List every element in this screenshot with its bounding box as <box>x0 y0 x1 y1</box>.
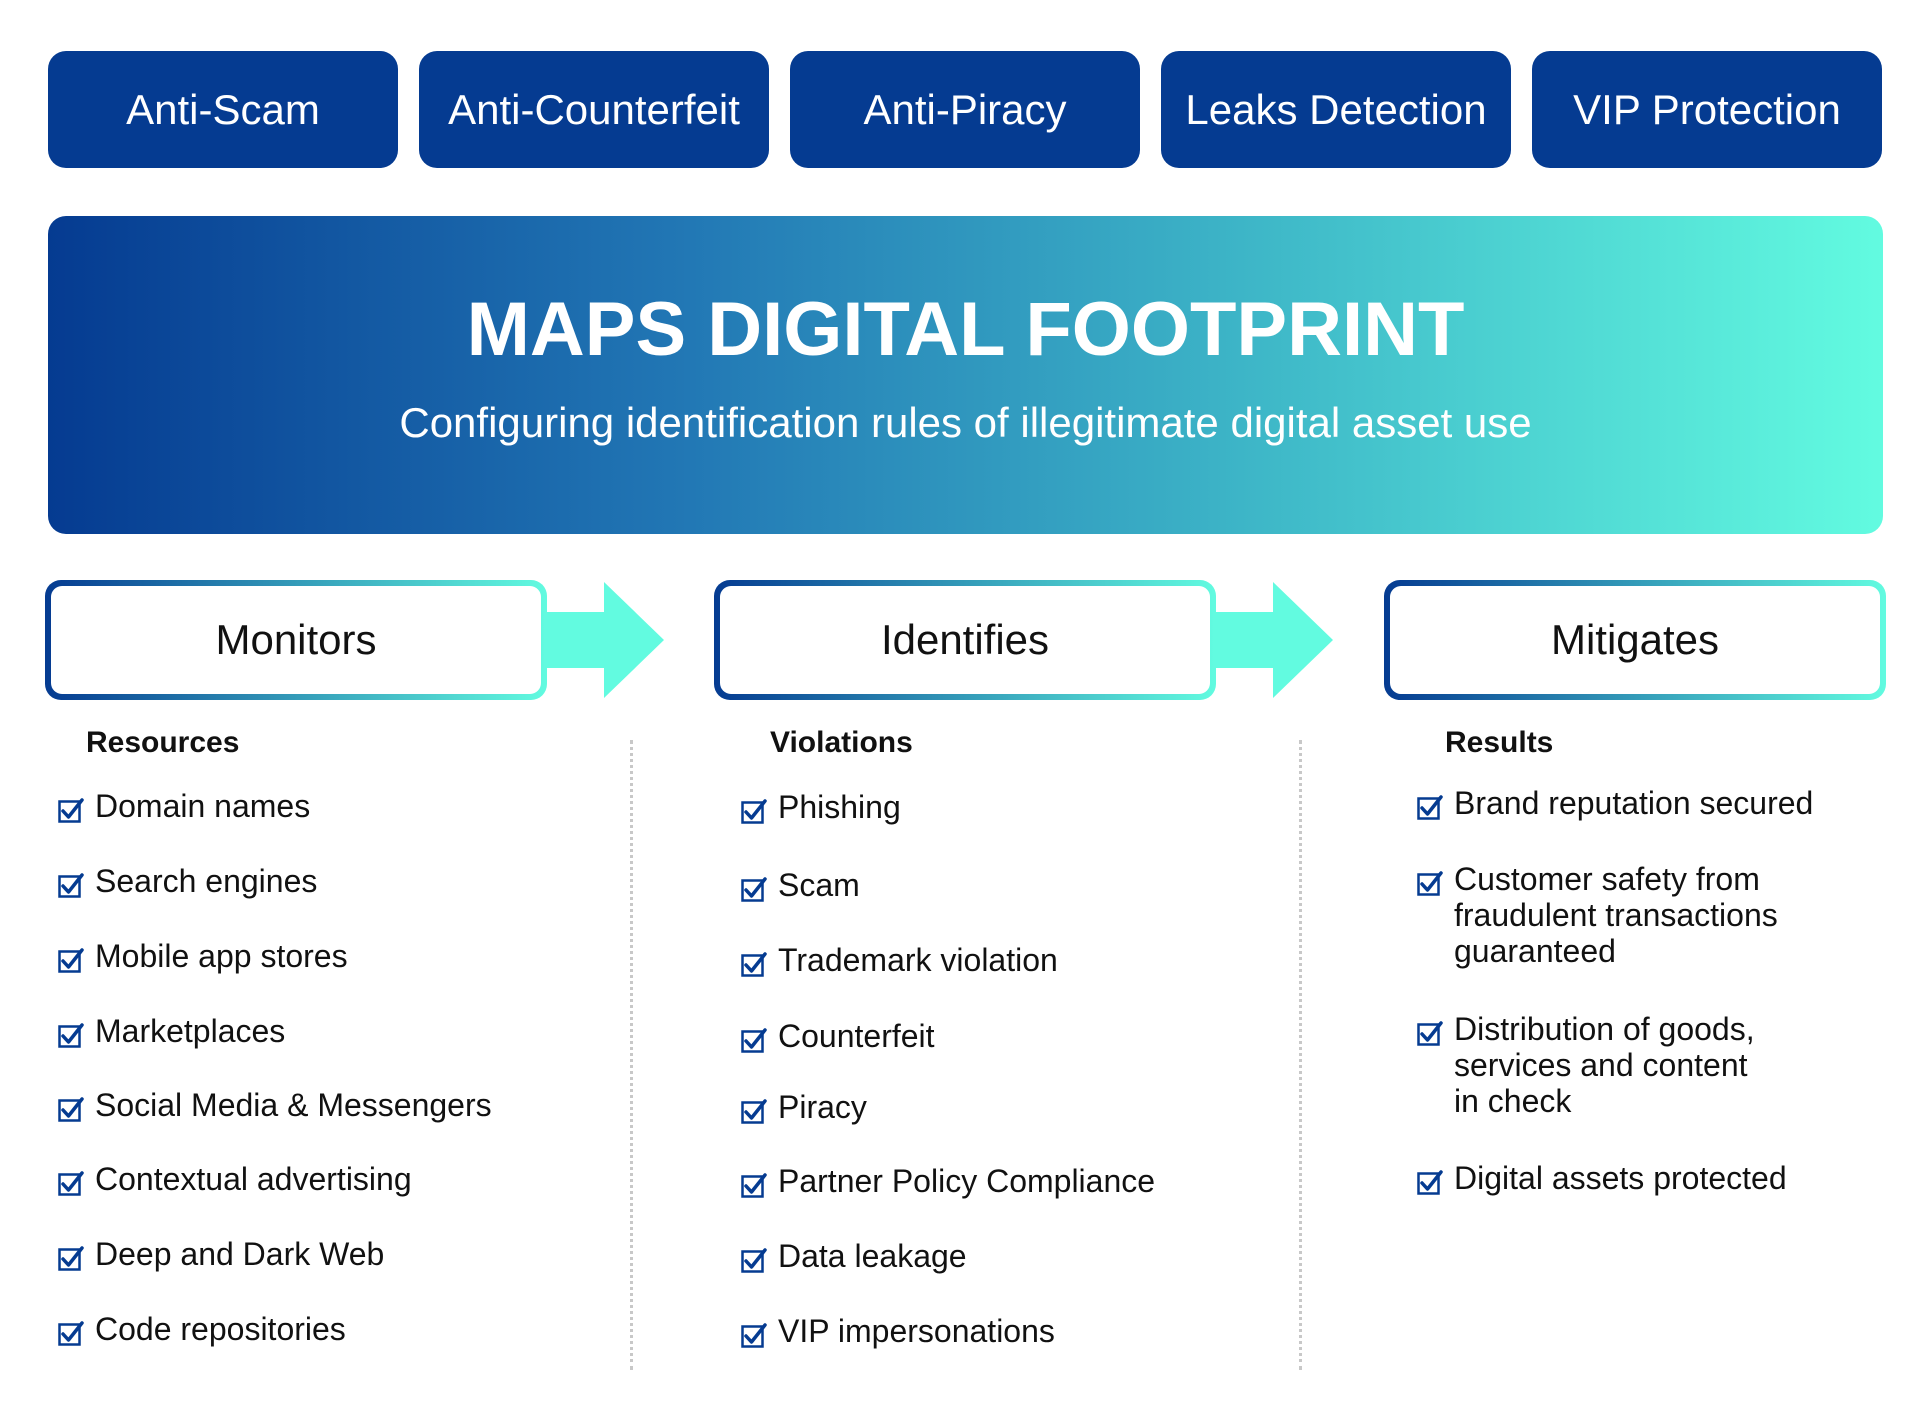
stage-mitigates: Mitigates <box>1384 580 1886 700</box>
column-heading-resources: Resources <box>86 726 240 759</box>
checkbox-check-icon <box>1417 1166 1443 1195</box>
checkbox-check-icon <box>1417 1017 1443 1046</box>
list-item-label: Code repositories <box>95 1311 346 1347</box>
anti-scam-button[interactable]: Anti-Scam <box>48 51 398 168</box>
list-item-label: Mobile app stores <box>95 938 348 974</box>
stage-label: Identifies <box>720 586 1210 694</box>
leaks-detection-button[interactable]: Leaks Detection <box>1161 51 1511 168</box>
checkbox-check-icon <box>58 869 84 898</box>
checkbox-check-icon <box>58 944 84 973</box>
checkbox-check-icon <box>1417 867 1443 896</box>
list-item-label: Data leakage <box>778 1238 967 1274</box>
list-item-label: Digital assets protected <box>1454 1160 1787 1196</box>
list-item-label: VIP impersonations <box>778 1313 1055 1349</box>
stage-label: Monitors <box>51 586 541 694</box>
checkbox-check-icon <box>58 1093 84 1122</box>
checkbox-check-icon <box>58 1167 84 1196</box>
vip-protection-button[interactable]: VIP Protection <box>1532 51 1882 168</box>
checkbox-check-icon <box>741 1244 767 1273</box>
list-item-label: Piracy <box>778 1089 867 1125</box>
stage-monitors: Monitors <box>45 580 547 700</box>
banner-title: MAPS DIGITAL FOOTPRINT <box>466 287 1465 372</box>
list-item-label: Search engines <box>95 863 318 899</box>
list-item-label: Counterfeit <box>778 1018 935 1054</box>
list-item-label: Trademark violation <box>778 942 1058 978</box>
list-item-label: Social Media & Messengers <box>95 1087 492 1123</box>
banner-subtitle: Configuring identification rules of ille… <box>399 399 1532 446</box>
checkbox-check-icon <box>1417 791 1443 820</box>
checkbox-check-icon <box>58 794 84 823</box>
list-item-label: Marketplaces <box>95 1013 286 1049</box>
checkbox-check-icon <box>741 873 767 902</box>
checkbox-check-icon <box>741 795 767 824</box>
checkbox-check-icon <box>741 1024 767 1053</box>
list-item-label: Distribution of goods,services and conte… <box>1454 1011 1755 1119</box>
column-divider <box>1299 740 1302 1370</box>
list-item-label: Brand reputation secured <box>1454 785 1814 821</box>
checkbox-check-icon <box>58 1317 84 1346</box>
anti-piracy-button[interactable]: Anti-Piracy <box>790 51 1140 168</box>
list-item-label: Deep and Dark Web <box>95 1236 385 1272</box>
column-heading-results: Results <box>1445 726 1554 759</box>
checkbox-check-icon <box>741 1095 767 1124</box>
checkbox-check-icon <box>58 1242 84 1271</box>
checkbox-check-icon <box>741 1319 767 1348</box>
list-item-label: Phishing <box>778 789 901 825</box>
column-divider <box>630 740 633 1370</box>
list-item-label: Scam <box>778 867 860 903</box>
arrow-right-icon <box>544 582 664 698</box>
list-item-label: Domain names <box>95 788 311 824</box>
stage-identifies: Identifies <box>714 580 1216 700</box>
checkbox-check-icon <box>58 1019 84 1048</box>
anti-counterfeit-button[interactable]: Anti-Counterfeit <box>419 51 769 168</box>
stage-label: Mitigates <box>1390 586 1880 694</box>
arrow-right-icon <box>1213 582 1333 698</box>
banner: MAPS DIGITAL FOOTPRINT Configuring ident… <box>48 216 1883 534</box>
list-item-label: Partner Policy Compliance <box>778 1163 1156 1199</box>
checkbox-check-icon <box>741 948 767 977</box>
checkbox-check-icon <box>741 1169 767 1198</box>
list-item-label: Contextual advertising <box>95 1161 412 1197</box>
column-heading-violations: Violations <box>770 726 913 759</box>
